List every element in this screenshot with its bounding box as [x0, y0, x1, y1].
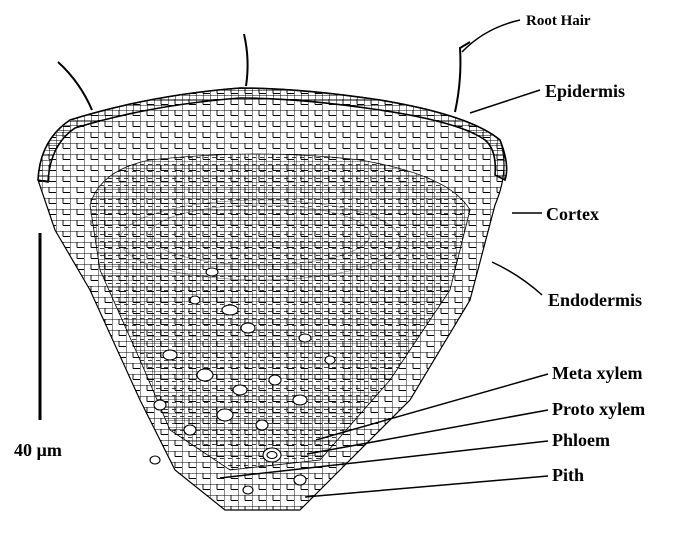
scale-bar-label: 40 µm — [14, 440, 62, 460]
label-root-hair: Root Hair — [526, 13, 591, 29]
label-meta-xylem: Meta xylem — [552, 363, 642, 383]
structure-labels: Root Hair Epidermis Cortex Endodermis Me… — [526, 13, 645, 485]
label-pith: Pith — [552, 465, 584, 485]
label-phloem: Phloem — [552, 430, 610, 450]
tissue-section — [38, 88, 504, 510]
label-endodermis: Endodermis — [548, 290, 642, 310]
label-proto-xylem: Proto xylem — [552, 399, 645, 419]
label-epidermis: Epidermis — [545, 81, 625, 101]
label-cortex: Cortex — [546, 204, 599, 224]
scale-bar: 40 µm — [14, 233, 62, 460]
